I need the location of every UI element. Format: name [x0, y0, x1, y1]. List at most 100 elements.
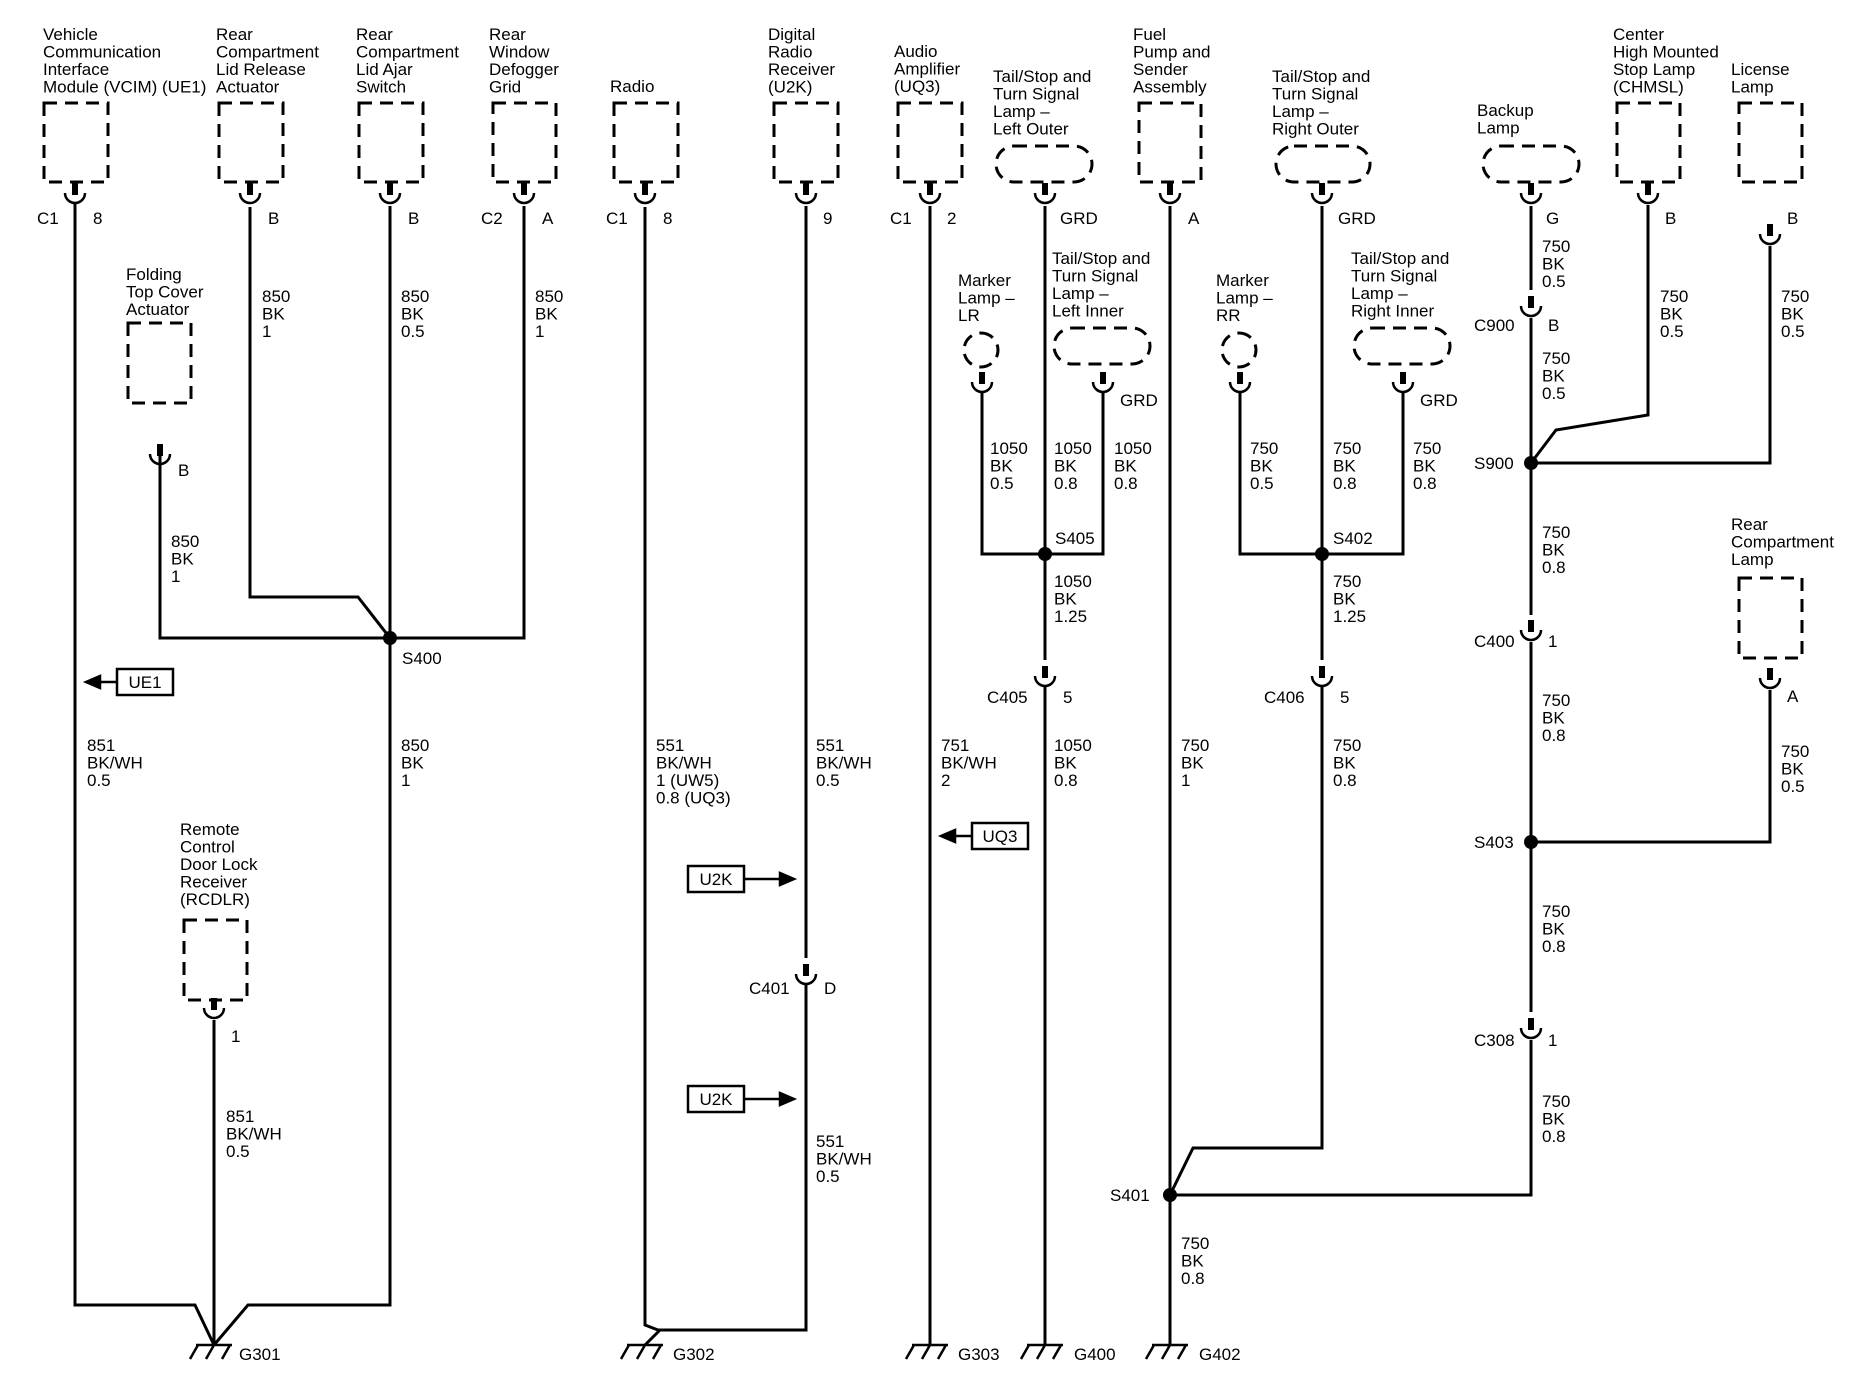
wire-lid-ajar — [212, 206, 392, 1346]
flag-u2k-1: U2K — [686, 864, 798, 894]
pin-label: C2 — [481, 209, 503, 228]
pin-labels: C1 8 B B C2 A C1 8 9 C1 2 GRD A GRD G B … — [37, 209, 1799, 1046]
vcim-box — [42, 101, 110, 184]
pin-label: B — [1665, 209, 1676, 228]
connector-symbols — [63, 183, 1782, 1040]
pin-label: 8 — [663, 209, 672, 228]
splice-labels: S400 S405 S402 S900 S403 S401 — [402, 454, 1514, 1205]
ground-label: G402 — [1199, 1345, 1241, 1364]
pin-label: B — [178, 461, 189, 480]
connector-pin: 1 — [1548, 632, 1557, 651]
connector-labels: C900 B C405 5 C406 5 C400 1 C401 D C308 … — [749, 316, 1559, 1050]
splice-s900-dot — [1524, 456, 1538, 470]
ground-symbols — [188, 1343, 1188, 1360]
folding-pin-cup — [148, 444, 172, 466]
backup-pin-cup — [1519, 183, 1543, 205]
component-boxes — [42, 101, 1804, 1002]
splice-label: S400 — [402, 649, 442, 668]
license-box — [1737, 101, 1804, 184]
pin-label: GRD — [1420, 391, 1458, 410]
wire-folding — [158, 449, 390, 640]
g301-ground-icon — [188, 1343, 232, 1360]
marker-rr-box — [1220, 331, 1258, 369]
pin-label: GRD — [1338, 209, 1376, 228]
connector-name: C401 — [749, 979, 790, 998]
radio-box — [612, 101, 680, 184]
splice-s401-dot — [1163, 1188, 1177, 1202]
splice-label: S900 — [1474, 454, 1514, 473]
c406-cup — [1310, 666, 1334, 688]
chmsl-pin-cup — [1636, 183, 1660, 205]
pin-label: 9 — [823, 209, 832, 228]
flag-ue1: UE1 — [82, 667, 175, 697]
marker-lr-box — [962, 331, 1000, 369]
backup-box — [1481, 144, 1581, 184]
rear-comp-pin-cup — [1758, 668, 1782, 690]
splice-label: S403 — [1474, 833, 1514, 852]
g302-ground-icon — [619, 1343, 663, 1360]
flag-u2k-2-label: U2K — [699, 1090, 733, 1109]
drr-pin-cup — [794, 183, 818, 205]
wire-license — [1531, 246, 1772, 465]
wire-vcim-ground — [73, 204, 216, 1346]
connector-pin: 1 — [1548, 1031, 1557, 1050]
ground-label: G301 — [239, 1345, 281, 1364]
g400-ground-icon — [1019, 1343, 1063, 1360]
fuel-box — [1137, 101, 1203, 184]
splice-s403-dot — [1524, 835, 1538, 849]
lid-release-box — [217, 101, 285, 184]
tail-ri-box — [1352, 326, 1452, 366]
flag-uq3: UQ3 — [937, 821, 1030, 851]
c308-cup — [1519, 1018, 1543, 1040]
pin-label: GRD — [1120, 391, 1158, 410]
flag-uq3-label: UQ3 — [983, 827, 1018, 846]
flag-u2k-2: U2K — [686, 1084, 798, 1114]
pin-label: 2 — [947, 209, 956, 228]
marker-rr-pin-cup — [1228, 372, 1252, 394]
pin-label: GRD — [1060, 209, 1098, 228]
connector-name: C308 — [1474, 1031, 1515, 1050]
defogger-box — [491, 101, 558, 184]
pin-label: B — [268, 209, 279, 228]
connector-pin: 5 — [1063, 688, 1072, 707]
splice-s402-dot — [1315, 547, 1329, 561]
lid-ajar-pin-cup — [378, 183, 402, 205]
pin-label: C1 — [890, 209, 912, 228]
wire-rear-comp — [1531, 690, 1772, 844]
pin-label: C1 — [606, 209, 628, 228]
connector-name: C406 — [1264, 688, 1305, 707]
wire-c308-s401 — [1170, 1040, 1533, 1197]
chmsl-box — [1615, 101, 1682, 184]
g402-ground-icon — [1144, 1343, 1188, 1360]
marker-lr-pin-cup — [970, 372, 994, 394]
